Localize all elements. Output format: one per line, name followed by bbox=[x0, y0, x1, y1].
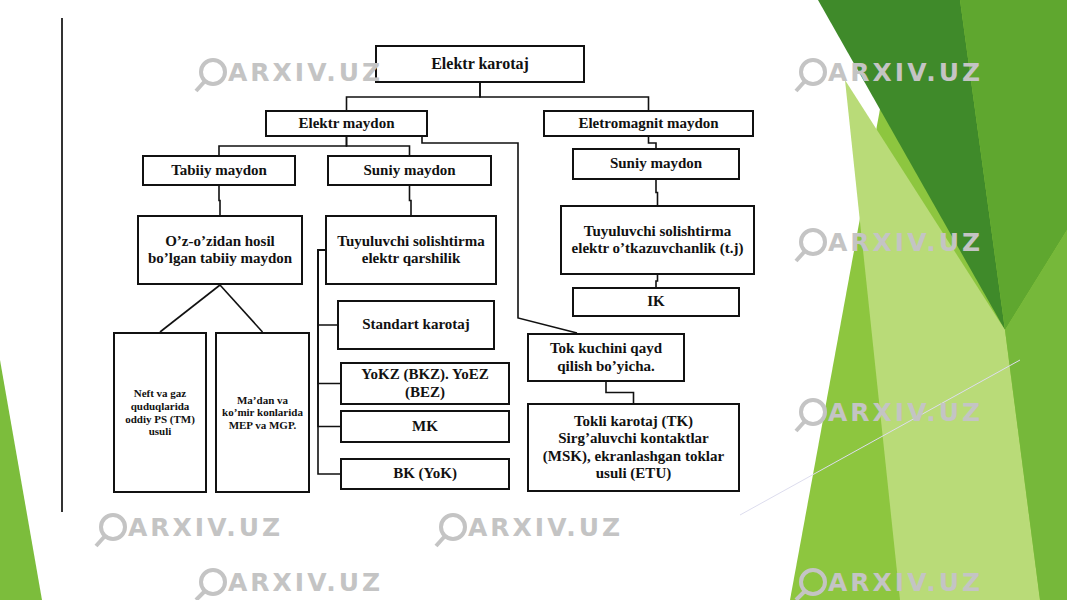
process-box: Tuyuluvchi solishtirma elektr qarshilik bbox=[325, 215, 497, 285]
watermark: ARXIV.UZ bbox=[228, 58, 383, 87]
box-text: Ma’dan va ko’mir konlarida MEP va MGP. bbox=[222, 394, 303, 432]
box-text: Suniy maydon bbox=[610, 155, 702, 172]
watermark: ARXIV.UZ bbox=[828, 228, 983, 257]
box-text: Neft va gaz quduqlarida oddiy PS (TM) us… bbox=[120, 387, 200, 438]
watermark: ARXIV.UZ bbox=[828, 398, 983, 427]
box-text: Elektr maydon bbox=[299, 115, 395, 132]
process-box: Elektr maydon bbox=[265, 110, 428, 137]
box-text: Tok kuchini qayd qilish bo’yicha. bbox=[534, 340, 678, 375]
process-box: BK (YoK) bbox=[340, 458, 510, 490]
connector bbox=[656, 275, 658, 287]
process-box: Elektr karotaj bbox=[375, 45, 585, 83]
process-box: Neft va gaz quduqlarida oddiy PS (TM) us… bbox=[113, 332, 207, 493]
process-box: Standart karotaj bbox=[337, 300, 495, 350]
box-text: YoKZ (BKZ). YoEZ (BEZ) bbox=[347, 366, 503, 401]
green-corner bbox=[0, 360, 42, 600]
process-box: Eletromagnit maydon bbox=[543, 110, 754, 137]
process-box: O’z-o’zidan hosil bo’lgan tabiiy maydon bbox=[137, 215, 303, 285]
connector bbox=[219, 137, 347, 155]
connector bbox=[480, 83, 649, 110]
process-box: Tokli karotaj (TK) Sirg’aluvchi kontaktl… bbox=[527, 403, 740, 492]
slide-rule bbox=[61, 18, 63, 512]
box-text: Suniy maydon bbox=[363, 162, 455, 179]
process-box: Ma’dan va ko’mir konlarida MEP va MGP. bbox=[215, 332, 310, 493]
box-text: Standart karotaj bbox=[362, 316, 470, 333]
connector bbox=[220, 285, 263, 332]
process-box: IK bbox=[572, 287, 740, 317]
box-text: BK (YoK) bbox=[393, 465, 457, 482]
process-box: Suniy maydon bbox=[572, 148, 740, 180]
process-box: MK bbox=[340, 410, 510, 443]
process-box: Suniy maydon bbox=[327, 155, 492, 186]
watermark-icons bbox=[96, 60, 825, 600]
connector bbox=[606, 382, 634, 403]
box-text: Elektr karotaj bbox=[431, 55, 529, 73]
box-text: Tuyuluvchi solishtirma elektr o’tkazuvch… bbox=[567, 223, 748, 258]
connector bbox=[649, 137, 657, 148]
watermark: ARXIV.UZ bbox=[228, 568, 383, 597]
connector bbox=[656, 180, 658, 205]
box-text: Eletromagnit maydon bbox=[578, 115, 718, 132]
box-text: Tuyuluvchi solishtirma elektr qarshilik bbox=[332, 233, 490, 268]
watermark: ARXIV.UZ bbox=[468, 513, 623, 542]
watermark: ARXIV.UZ bbox=[128, 513, 283, 542]
process-box: Tok kuchini qayd qilish bo’yicha. bbox=[527, 333, 685, 382]
box-text: Tokli karotaj (TK) Sirg’aluvchi kontaktl… bbox=[534, 413, 733, 482]
watermark: ARXIV.UZ bbox=[828, 58, 983, 87]
green-band bbox=[1005, 230, 1067, 600]
box-text: MK bbox=[412, 418, 438, 435]
connector bbox=[160, 285, 220, 332]
process-box: Tuyuluvchi solishtirma elektr o’tkazuvch… bbox=[560, 205, 755, 275]
process-box: YoKZ (BKZ). YoEZ (BEZ) bbox=[340, 362, 510, 405]
green-band bbox=[790, 0, 1067, 600]
connector bbox=[347, 83, 481, 110]
connector bbox=[347, 137, 410, 155]
connector bbox=[410, 186, 412, 215]
connector bbox=[219, 186, 220, 215]
watermark: ARXIV.UZ bbox=[828, 568, 983, 597]
box-text: Tabiiy maydon bbox=[171, 162, 267, 179]
box-text: O’z-o’zidan hosil bo’lgan tabiiy maydon bbox=[144, 233, 296, 268]
thin-line bbox=[740, 360, 1020, 515]
box-text: IK bbox=[647, 293, 665, 310]
process-box: Tabiiy maydon bbox=[142, 155, 296, 186]
